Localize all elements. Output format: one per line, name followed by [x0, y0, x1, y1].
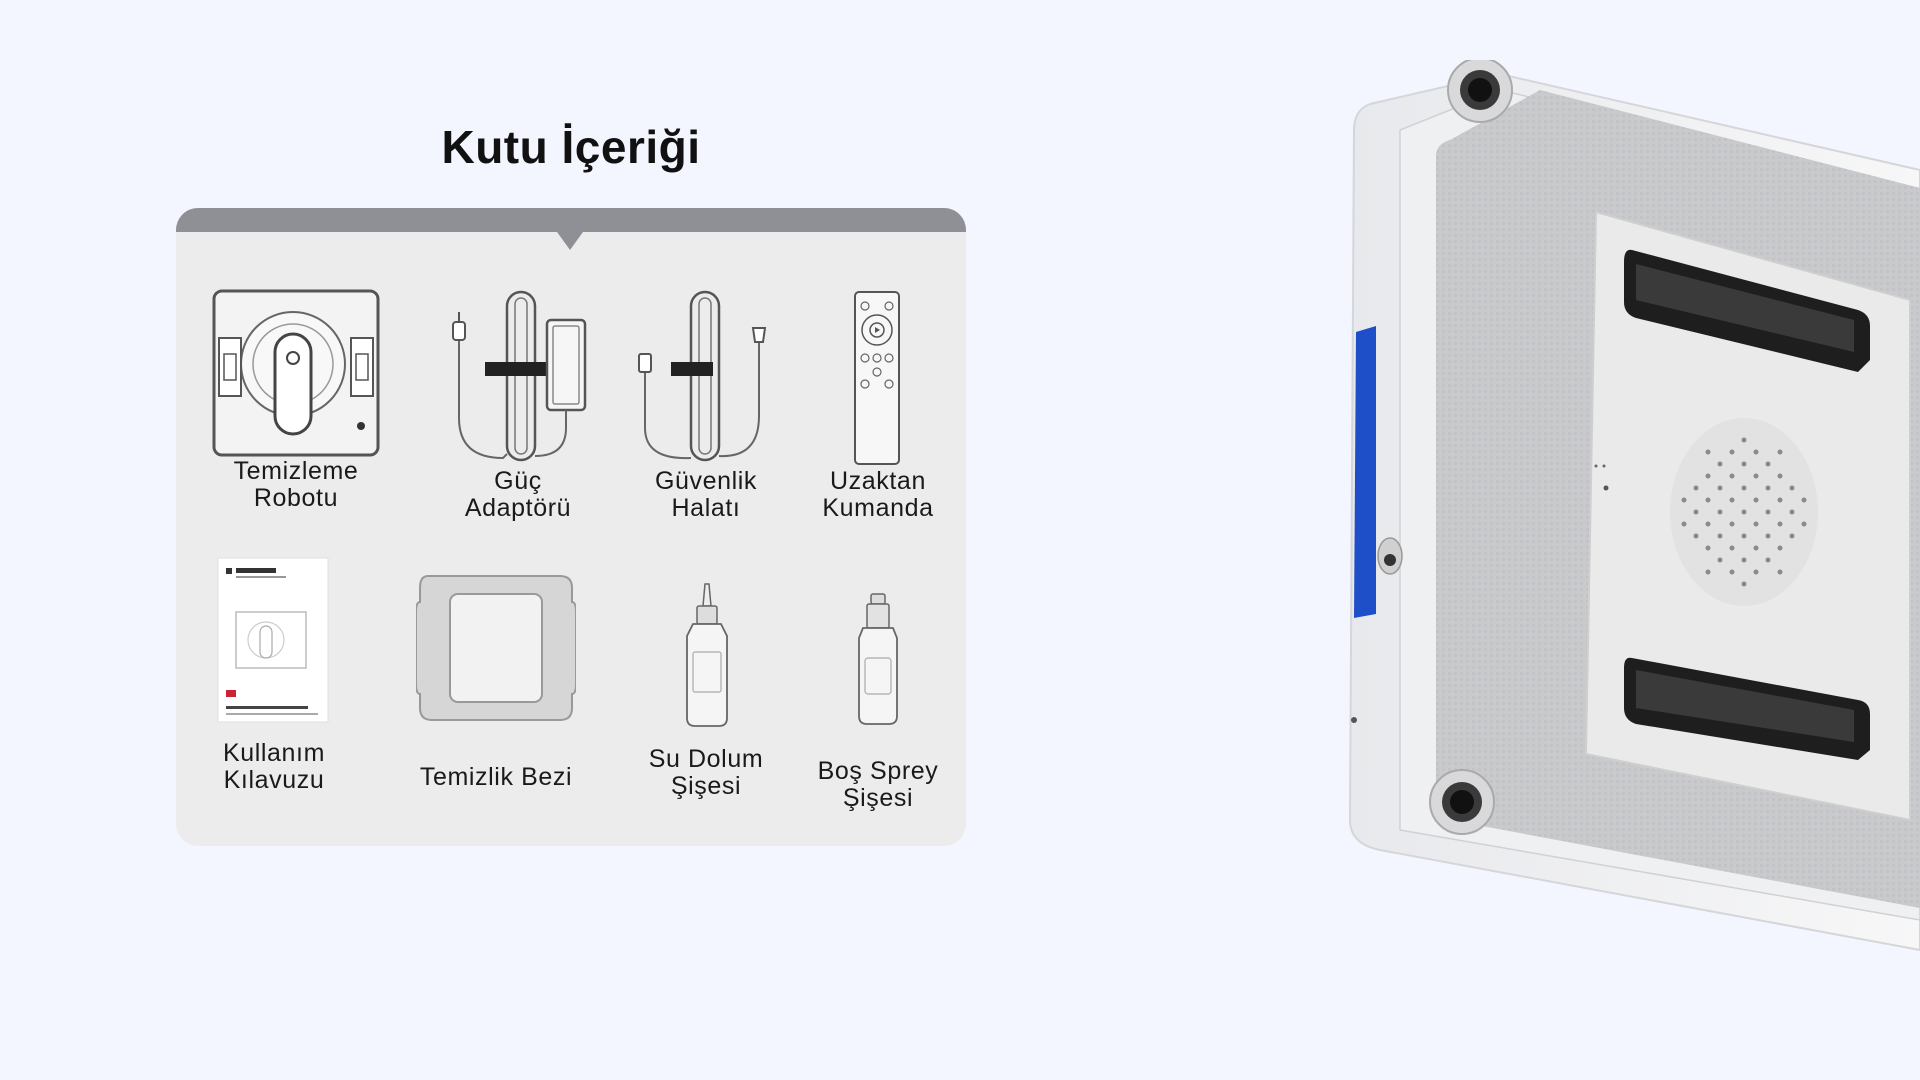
spray-bottle-icon	[858, 593, 898, 725]
safety-rope-icon	[638, 290, 767, 462]
card-header-bar	[176, 208, 966, 232]
card-notch	[557, 232, 583, 250]
remote-control-icon	[854, 291, 900, 465]
speaker-grille	[1681, 437, 1807, 587]
water-bottle-icon	[686, 583, 728, 727]
item-label: Temizlik Bezi	[419, 763, 573, 791]
power-adapter-icon	[452, 290, 587, 462]
robot-icon	[212, 289, 380, 457]
cleaning-cloth-icon	[416, 575, 576, 721]
robot-product-image	[1348, 60, 1920, 952]
item-cleaning-cloth: Temizlik Bezi	[406, 572, 586, 791]
manual-booklet-icon	[217, 557, 329, 723]
page-title: Kutu İçeriği	[441, 121, 701, 173]
